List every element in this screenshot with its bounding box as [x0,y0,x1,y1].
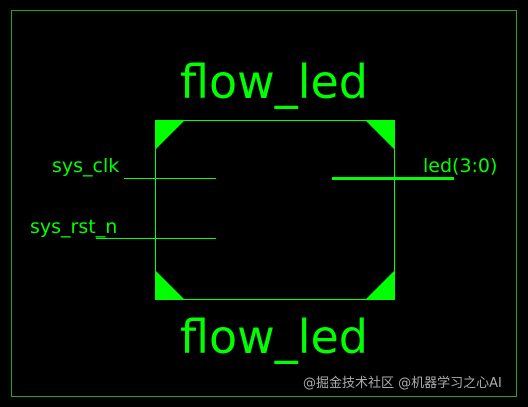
port-label-sys-rst-n: sys_rst_n [30,216,118,238]
corner-marker-bottom-left [156,271,184,299]
input-wire-sys-clk[interactable] [124,178,216,179]
module-name-bottom: flow_led [179,310,369,364]
module-name-top: flow_led [179,55,369,109]
output-bus-led[interactable] [332,177,454,180]
port-label-sys-clk: sys_clk [52,155,120,177]
schematic-frame [11,10,517,397]
watermark: @掘金技术社区 @机器学习之心AI [303,376,502,391]
corner-marker-bottom-right [366,271,394,299]
corner-marker-top-left [156,121,184,149]
input-wire-sys-rst-n[interactable] [96,238,216,239]
module-block[interactable] [155,120,395,300]
corner-marker-top-right [366,121,394,149]
port-label-led: led(3:0) [423,155,498,177]
